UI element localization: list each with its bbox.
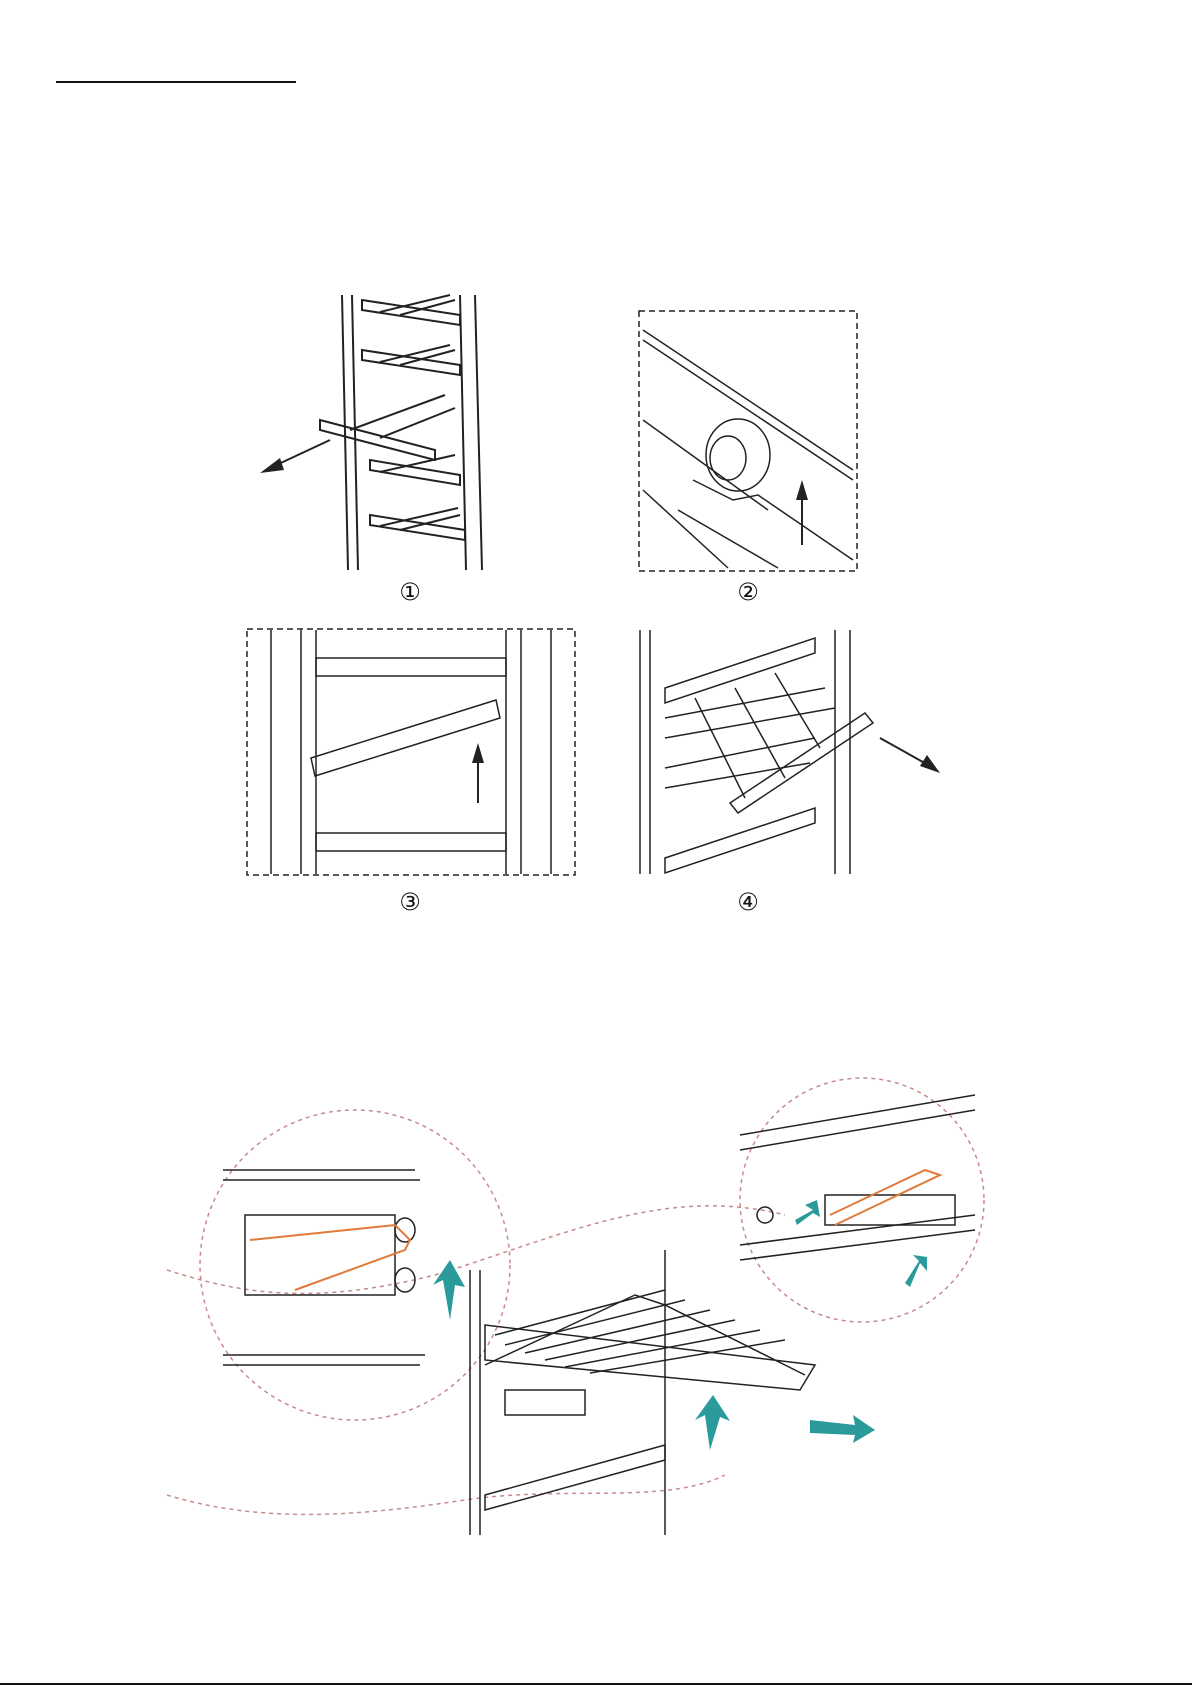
section-title-underline xyxy=(56,81,296,83)
push-arrow-icon xyxy=(796,480,808,545)
panel-3-drawing xyxy=(246,628,576,876)
pull-arrow-icon xyxy=(810,1415,875,1443)
panel-4-drawing xyxy=(635,628,955,876)
panel-1-drawing xyxy=(250,290,500,570)
figure-drawer-slide xyxy=(165,1075,1005,1540)
panel-label-4: ④ xyxy=(728,888,768,916)
pull-arrow-icon xyxy=(880,738,940,773)
spring-clip-right xyxy=(830,1170,940,1225)
spring-clip-left xyxy=(250,1225,410,1290)
detail-circle-left xyxy=(200,1110,510,1420)
figure-panel-3 xyxy=(246,628,576,876)
drawer-slide-drawing xyxy=(165,1075,1005,1540)
panel-2-drawing xyxy=(638,310,858,572)
panel-label-2: ② xyxy=(728,578,768,606)
panel-label-3: ③ xyxy=(390,888,430,916)
pull-arrow-icon xyxy=(260,440,330,473)
figure-panel-1 xyxy=(250,290,500,570)
panel-label-1: ① xyxy=(390,578,430,606)
figure-panel-4 xyxy=(635,628,955,876)
push-arrow-icon xyxy=(472,743,484,803)
figure-panel-2 xyxy=(638,310,858,572)
